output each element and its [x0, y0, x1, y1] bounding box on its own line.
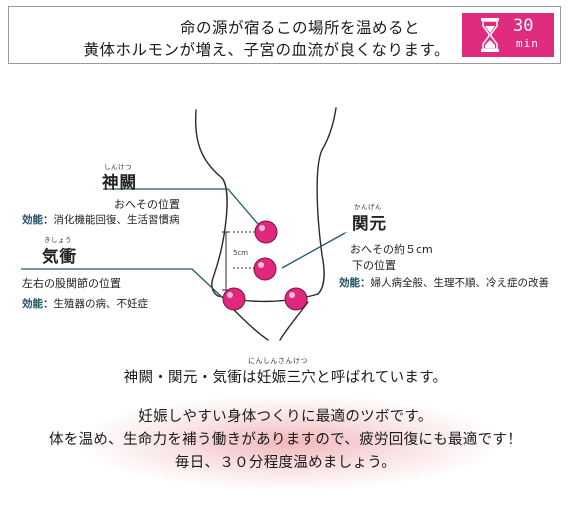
point-shinketsu	[254, 220, 278, 244]
kisho-location: 左右の股関節の位置	[22, 277, 121, 290]
kisho-effect: 効能：生殖器の病、不妊症	[22, 296, 148, 311]
kisho-ruby: きしょう	[44, 236, 72, 244]
caption-glow	[80, 395, 500, 490]
leader-lines	[21, 188, 346, 301]
shinketsu-location: おへその位置	[114, 198, 180, 211]
timer-unit: min	[516, 37, 539, 50]
point-kisho-right	[284, 287, 308, 311]
effect-label: 効能：	[339, 277, 371, 289]
effect-label: 効能：	[22, 298, 54, 310]
timer-value: 30	[513, 16, 534, 36]
point-kigen	[253, 257, 277, 281]
effect-label: 効能：	[22, 214, 54, 226]
header-line-2: 黄体ホルモンが増え、子宮の血流が良くなります。	[83, 41, 450, 59]
kigen-location-1: おへその約５cm	[350, 243, 433, 256]
caption-line-4: 毎日、３０分程度温めましょう。	[174, 455, 397, 471]
caption-line-3: 体を温め、生命力を補う働きがありますので、疲労回復にも最適です！	[48, 432, 523, 448]
caption-line-2: 妊娠しやすい身体つくりに最適のツボです。	[138, 409, 433, 425]
shinketsu-name: 神闕	[102, 173, 137, 192]
effect-text: 婦人病全般、生理不順、冷え症の改善	[370, 277, 550, 289]
scale-label: 5cm	[233, 249, 249, 257]
hourglass-icon	[481, 18, 499, 52]
kisho-name: 気衝	[42, 247, 77, 266]
kigen-name: 関元	[352, 214, 387, 233]
caption-ruby: にんしんさんけつ	[248, 357, 308, 365]
shinketsu-ruby: しんけつ	[104, 163, 132, 171]
timer-badge: 30 min	[462, 13, 554, 57]
point-kisho-left	[222, 287, 246, 311]
header-box: 命の源が宿るこの場所を温めると 黄体ホルモンが増え、子宮の血流が良くなります。 …	[8, 6, 561, 64]
caption-line-1: 神闕・関元・気衝は妊娠三穴と呼ばれています。	[123, 370, 448, 386]
kigen-ruby: かんげん	[354, 203, 382, 211]
shinketsu-effect: 効能：消化機能回復、生活習慣病	[22, 212, 180, 227]
effect-text: 消化機能回復、生活習慣病	[53, 214, 180, 226]
effect-text: 生殖器の病、不妊症	[53, 298, 149, 310]
kigen-effect: 効能：婦人病全般、生理不順、冷え症の改善	[339, 275, 549, 290]
kigen-location-2: 下の位置	[352, 259, 396, 272]
header-line-1: 命の源が宿るこの場所を温めると	[179, 19, 420, 37]
acupoints	[222, 220, 308, 311]
